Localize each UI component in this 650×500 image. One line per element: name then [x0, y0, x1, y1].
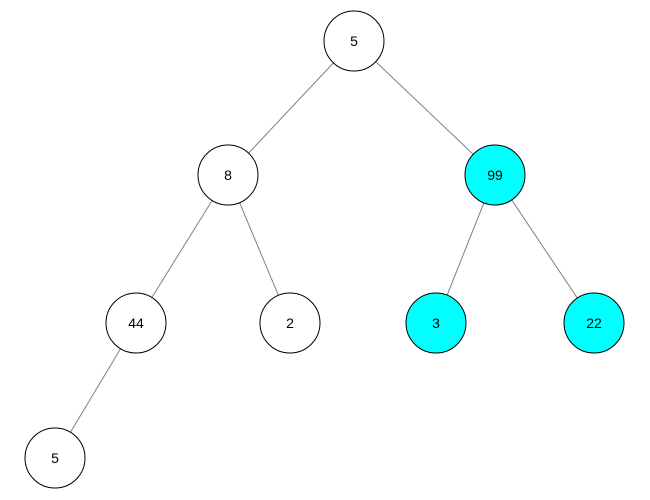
tree-edge	[511, 199, 578, 299]
tree-node-circle-highlighted	[563, 292, 625, 354]
tree-edge	[446, 202, 485, 296]
tree-node: 8	[197, 144, 259, 206]
tree-edge	[375, 61, 474, 155]
tree-node: 5	[323, 10, 385, 72]
tree-node-value: 44	[128, 315, 144, 331]
tree-edges	[70, 61, 578, 433]
tree-node-value: 22	[586, 315, 602, 331]
tree-edge	[239, 202, 279, 296]
tree-node-value: 8	[224, 167, 232, 183]
tree-edge	[151, 200, 213, 298]
tree-node-circle	[323, 10, 385, 72]
tree-node-circle	[105, 292, 167, 354]
tree-node: 22	[563, 292, 625, 354]
tree-node-circle	[259, 292, 321, 354]
tree-node: 44	[105, 292, 167, 354]
tree-node: 99	[464, 144, 526, 206]
tree-node-value: 2	[286, 315, 294, 331]
tree-node-circle-highlighted	[464, 144, 526, 206]
tree-node: 3	[405, 292, 467, 354]
tree-node: 2	[259, 292, 321, 354]
tree-node-value: 5	[350, 33, 358, 49]
tree-node-value: 3	[432, 315, 440, 331]
tree-node-value: 5	[51, 450, 59, 466]
tree-edge	[248, 62, 334, 154]
tree-node-circle	[197, 144, 259, 206]
tree-nodes: 5 8 99 44 2 3 22 5	[24, 10, 625, 489]
tree-node: 5	[24, 427, 86, 489]
tree-node-value: 99	[487, 167, 503, 183]
tree-edge	[70, 348, 121, 433]
tree-node-circle-highlighted	[405, 292, 467, 354]
tree-node-circle	[24, 427, 86, 489]
